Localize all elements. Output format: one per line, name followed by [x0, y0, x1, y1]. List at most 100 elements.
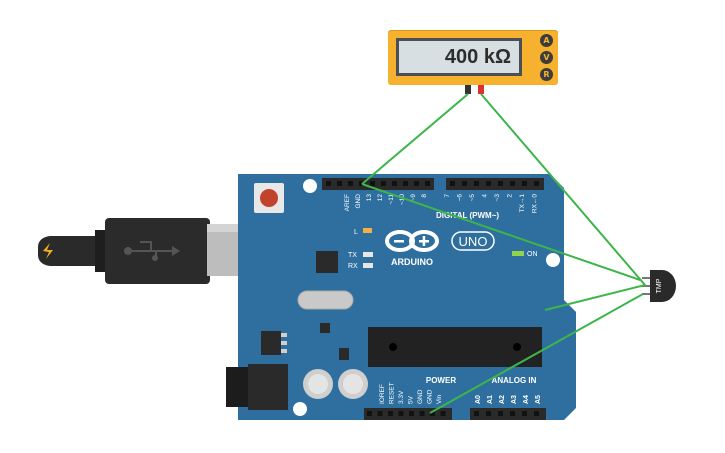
- led-l: [363, 228, 372, 233]
- bottom-pin-holes: [367, 411, 539, 416]
- digital-pin-label: TX→1: [519, 194, 526, 213]
- header-pin-hole: [359, 181, 364, 186]
- reset-button[interactable]: [254, 183, 284, 213]
- header-pin-hole: [409, 411, 414, 416]
- header-pin-hole: [398, 411, 404, 416]
- usb-interface-chip: [316, 251, 338, 273]
- multimeter-display: 400 kΩ: [396, 38, 522, 76]
- digital-pin-label: ~5: [469, 194, 476, 202]
- power-jack[interactable]: [226, 364, 288, 410]
- uno-badge: [451, 231, 495, 251]
- led-rx: [363, 263, 373, 268]
- mounting-hole: [293, 402, 307, 416]
- header-pin-hole: [326, 181, 331, 186]
- header-pin-hole: [498, 411, 503, 416]
- header-pin-hole: [486, 181, 491, 186]
- led-tx-label: TX: [348, 252, 357, 259]
- digital-pin-label: ~11: [388, 194, 395, 205]
- digital-header-label: DIGITAL (PWM~): [436, 211, 499, 220]
- header-pin-hole: [392, 181, 397, 186]
- header-pin-hole: [414, 181, 419, 186]
- led-on-label: ON: [527, 251, 538, 258]
- wires[interactable]: [361, 93, 647, 414]
- power-pin-label: GND: [417, 389, 424, 404]
- digital-pin-label: ~3: [494, 194, 501, 202]
- digital-pin-label: 12: [377, 194, 384, 202]
- power-header-label: POWER: [426, 376, 456, 385]
- header-pin-hole: [522, 411, 527, 416]
- header-pin-hole: [474, 181, 479, 186]
- arduino-logo: [385, 230, 439, 252]
- header-pin-hole: [377, 411, 383, 416]
- digital-pin-label: 13: [366, 194, 373, 202]
- header-pin-hole: [498, 181, 503, 186]
- mode-volt-button[interactable]: V: [540, 51, 553, 64]
- digital-pin-label: 8: [421, 194, 428, 198]
- uno-badge-text: UNO: [459, 234, 488, 249]
- digital-pin-label: 2: [507, 194, 514, 198]
- digital-pin-label: GND: [355, 194, 362, 209]
- led-l-label: L: [354, 229, 358, 236]
- power-pin-label: IOREF: [379, 384, 386, 404]
- wire-meter-gnd: [361, 93, 469, 185]
- digital-pin-label: AREF: [344, 194, 351, 211]
- header-pin-hole: [440, 411, 446, 416]
- header-pin-hole: [403, 181, 408, 186]
- crystal-oscillator: [297, 290, 354, 310]
- arduino-logo-text: ARDUINO: [391, 257, 433, 267]
- header-pin-hole: [510, 411, 515, 416]
- power-pin-label: Vin: [436, 394, 443, 404]
- atmega-chip: [368, 327, 542, 367]
- transistor: [339, 348, 349, 360]
- led-rx-label: RX: [348, 263, 358, 270]
- analog-pin-label: A4: [523, 395, 530, 404]
- header-pin-hole: [510, 181, 515, 186]
- header-pin-hole: [474, 411, 479, 416]
- analog-pin-label: A5: [535, 395, 542, 404]
- header-pin-hole: [430, 411, 435, 416]
- header-pin-hole: [425, 181, 430, 186]
- mounting-hole: [303, 179, 317, 193]
- header-pin-hole: [462, 181, 467, 186]
- digital-pin-label: 4: [482, 194, 489, 198]
- tmp-sensor-label: TMP: [656, 278, 663, 293]
- header-pin-hole: [522, 181, 527, 186]
- digital-pin-label: ~9: [410, 194, 417, 202]
- header-pin-hole: [381, 181, 386, 186]
- power-pin-label: GND: [427, 389, 434, 404]
- led-tx: [363, 252, 373, 257]
- lightning-icon: [43, 243, 53, 259]
- multimeter-probes: [465, 85, 484, 94]
- header-pin-hole: [370, 181, 375, 186]
- mode-ampere-button[interactable]: A: [540, 34, 553, 47]
- header-pin-hole: [388, 411, 393, 416]
- header-pin-hole: [450, 181, 455, 186]
- voltage-regulator: [261, 331, 287, 355]
- multimeter[interactable]: 400 kΩ A V R: [388, 30, 558, 85]
- analog-pin-label: A3: [511, 395, 518, 404]
- power-pin-label: 5V: [408, 395, 415, 404]
- header-pin-hole: [534, 411, 539, 416]
- header-pin-hole: [367, 411, 372, 416]
- digital-pin-label: ~6: [457, 194, 464, 202]
- analog-pin-label: A2: [499, 395, 506, 404]
- capacitors: [303, 369, 368, 399]
- header-pin-hole: [486, 411, 491, 416]
- mode-resistance-button[interactable]: R: [540, 68, 553, 81]
- header-pin-hole: [348, 181, 353, 186]
- header-pin-hole: [419, 411, 425, 416]
- analog-header-label: ANALOG IN: [492, 376, 537, 385]
- digital-pin-label: RX←0: [532, 194, 539, 214]
- header-pin-hole: [534, 181, 539, 186]
- analog-pin-label: A0: [475, 395, 482, 404]
- wire-sensor-gnd: [429, 293, 644, 414]
- led-on: [512, 251, 524, 256]
- digital-pin-holes: [326, 181, 539, 186]
- power-pin-label: 3.3V: [398, 390, 405, 404]
- tmp-temperature-sensor[interactable]: TMP: [642, 270, 676, 302]
- wire-gnd-sensor: [361, 183, 641, 281]
